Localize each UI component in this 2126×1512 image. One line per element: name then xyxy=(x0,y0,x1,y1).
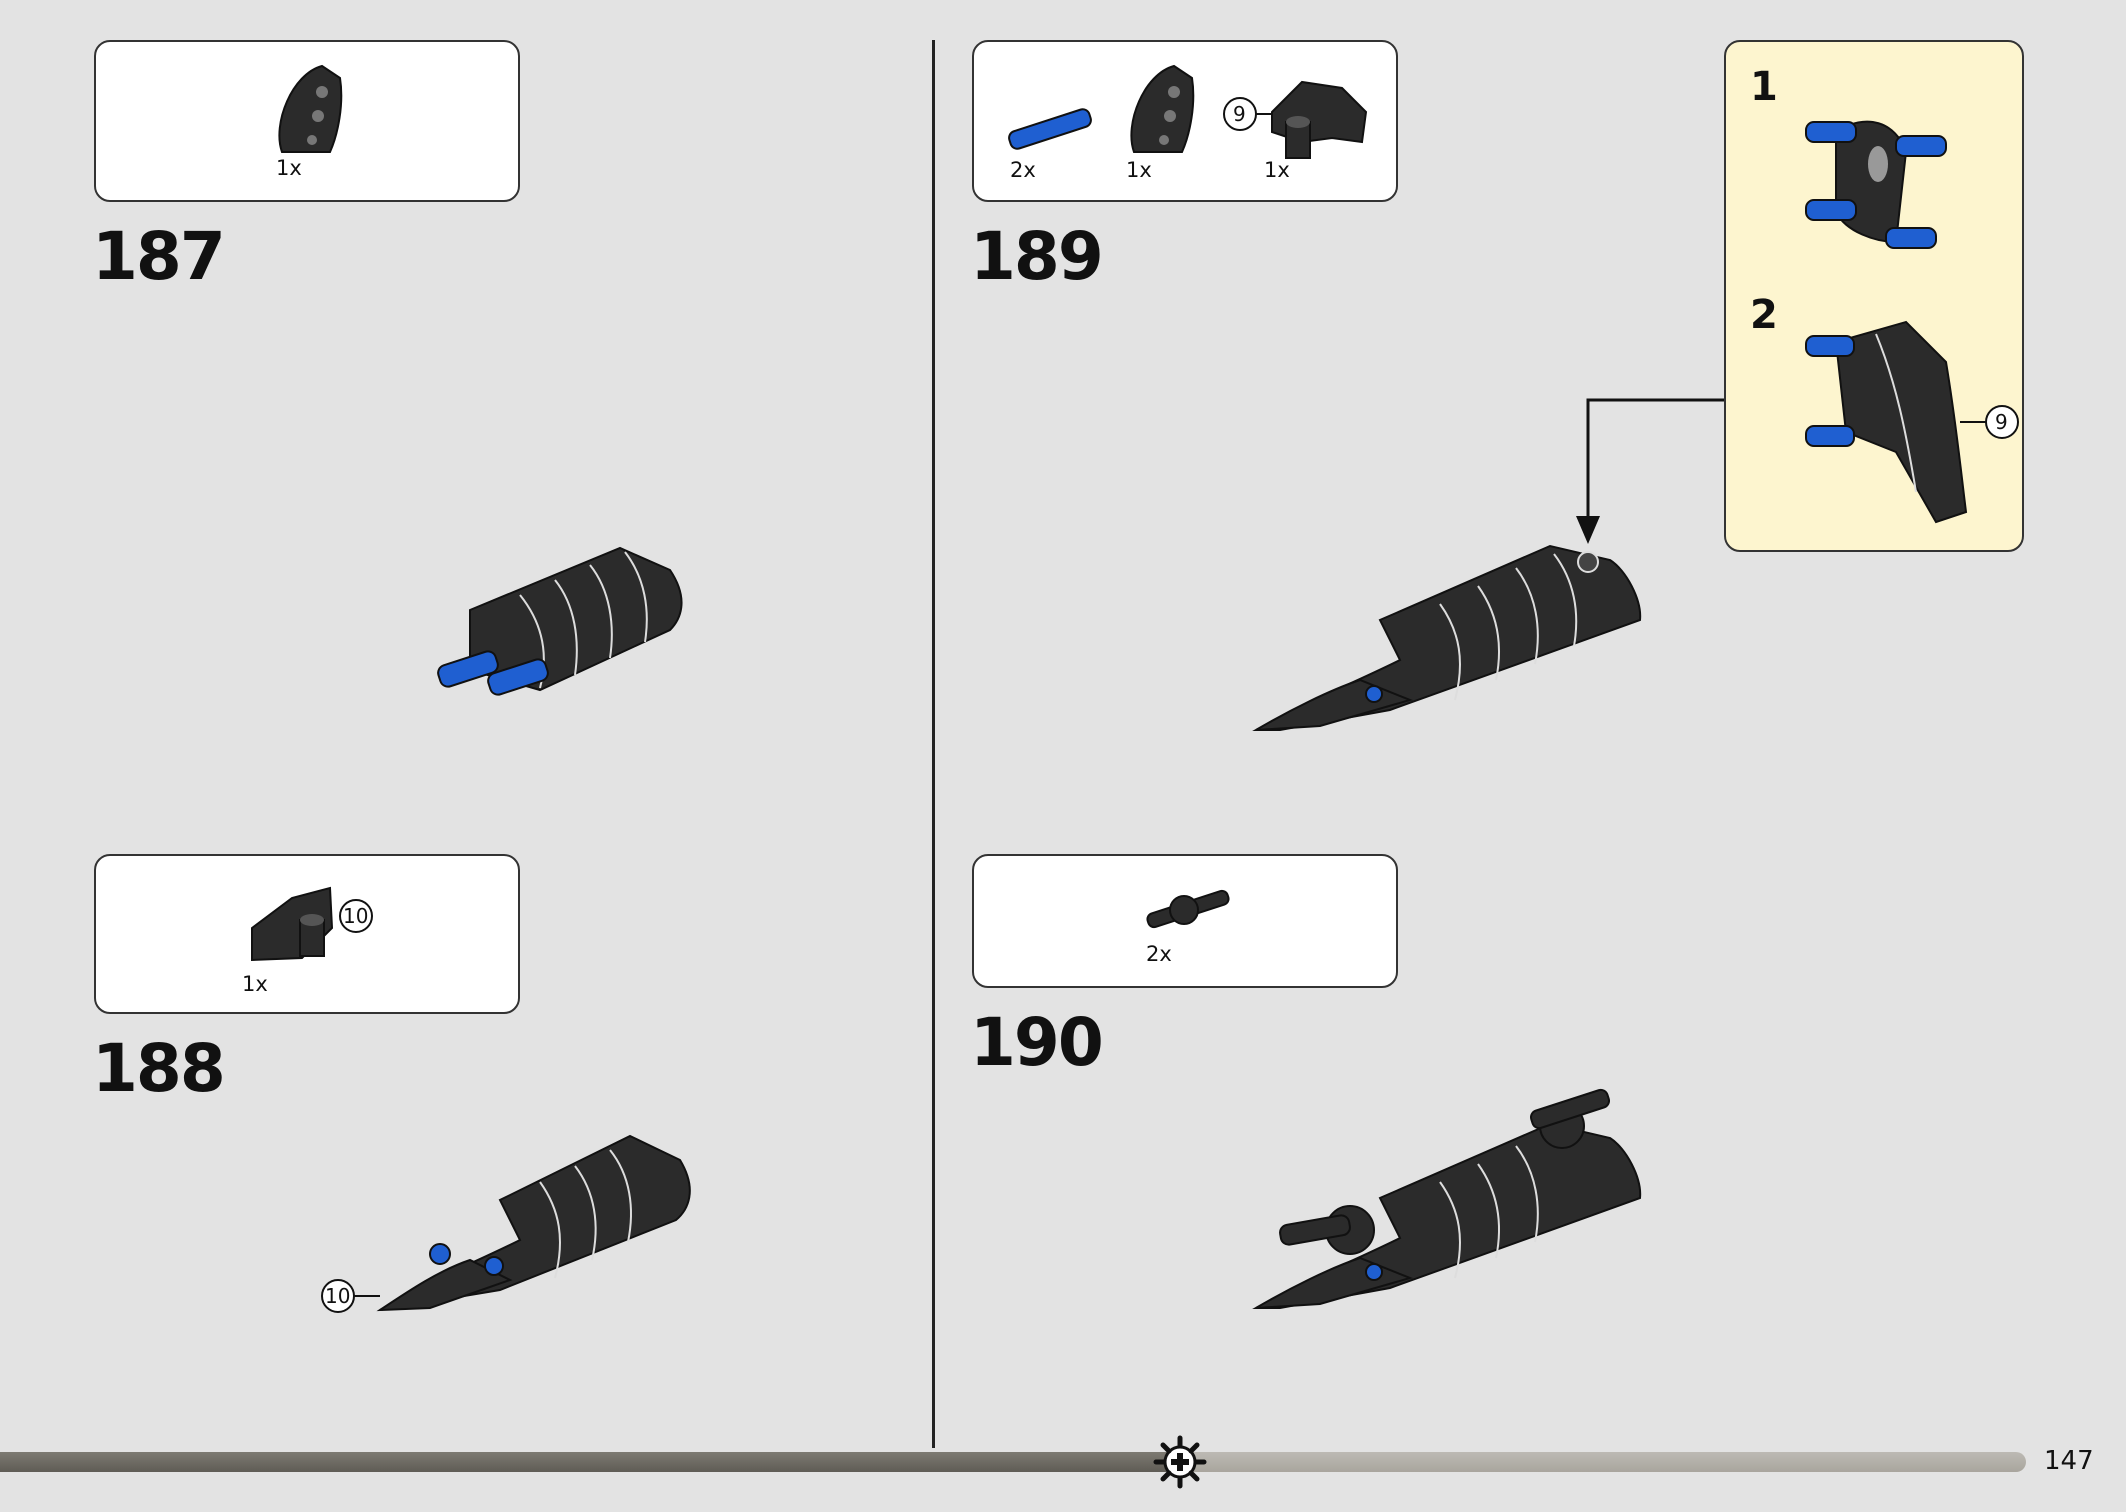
callout-number: 10 xyxy=(343,904,369,928)
callout-circle-icon xyxy=(339,899,373,933)
black-curved-panel-icon xyxy=(278,64,343,153)
step-number-190: 190 xyxy=(970,1004,1104,1081)
gear-icon xyxy=(1153,1435,1207,1489)
callout-circle-icon xyxy=(1223,97,1272,131)
blue-axle-pin-icon xyxy=(1008,108,1092,150)
sub-assembly-2 xyxy=(1805,320,1968,524)
page-progress-fill xyxy=(0,1452,1176,1472)
callout-number: 9 xyxy=(1233,102,1246,126)
step-number-188: 188 xyxy=(92,1030,226,1107)
step-number-187: 187 xyxy=(92,218,226,295)
black-angled-connector-icon xyxy=(1271,80,1368,159)
parts-list-190: 2x xyxy=(972,854,1398,988)
callout-number: 9 xyxy=(1995,410,2008,434)
callout-number: 10 xyxy=(325,1284,351,1308)
part-qty: 1x xyxy=(276,156,302,180)
callout-circle-icon xyxy=(1960,405,2019,439)
sub-assembly-1 xyxy=(1805,120,1947,249)
substep-number: 2 xyxy=(1750,292,1778,338)
page-number: 147 xyxy=(2044,1446,2094,1476)
parts-list-187: 1x xyxy=(94,40,520,202)
assembly-model-187 xyxy=(437,546,683,696)
assembly-model-189 xyxy=(1252,544,1642,731)
part-qty: 1x xyxy=(1264,158,1290,182)
part-qty: 2x xyxy=(1146,942,1172,966)
part-qty: 1x xyxy=(1126,158,1152,182)
black-curved-panel-icon xyxy=(1130,64,1195,153)
callout-circle-icon xyxy=(321,1279,380,1313)
substep-number: 1 xyxy=(1750,64,1778,110)
page-progress-bar xyxy=(0,1452,2026,1472)
sub-assembly-callout: 1 2 9 xyxy=(1724,40,2024,552)
black-ball-joint-icon xyxy=(1146,889,1230,929)
assembly-model-190 xyxy=(1252,1088,1642,1309)
black-angled-connector-icon xyxy=(251,886,334,962)
step-number-189: 189 xyxy=(970,218,1104,295)
connector-arrow-icon xyxy=(1576,398,1724,544)
part-qty: 2x xyxy=(1010,158,1036,182)
part-qty: 1x xyxy=(242,972,268,996)
page-divider xyxy=(932,40,935,1448)
assembly-model-188 xyxy=(376,1134,691,1312)
parts-list-189: 9 2x 1x 1x xyxy=(972,40,1398,202)
parts-list-188: 10 1x xyxy=(94,854,520,1014)
